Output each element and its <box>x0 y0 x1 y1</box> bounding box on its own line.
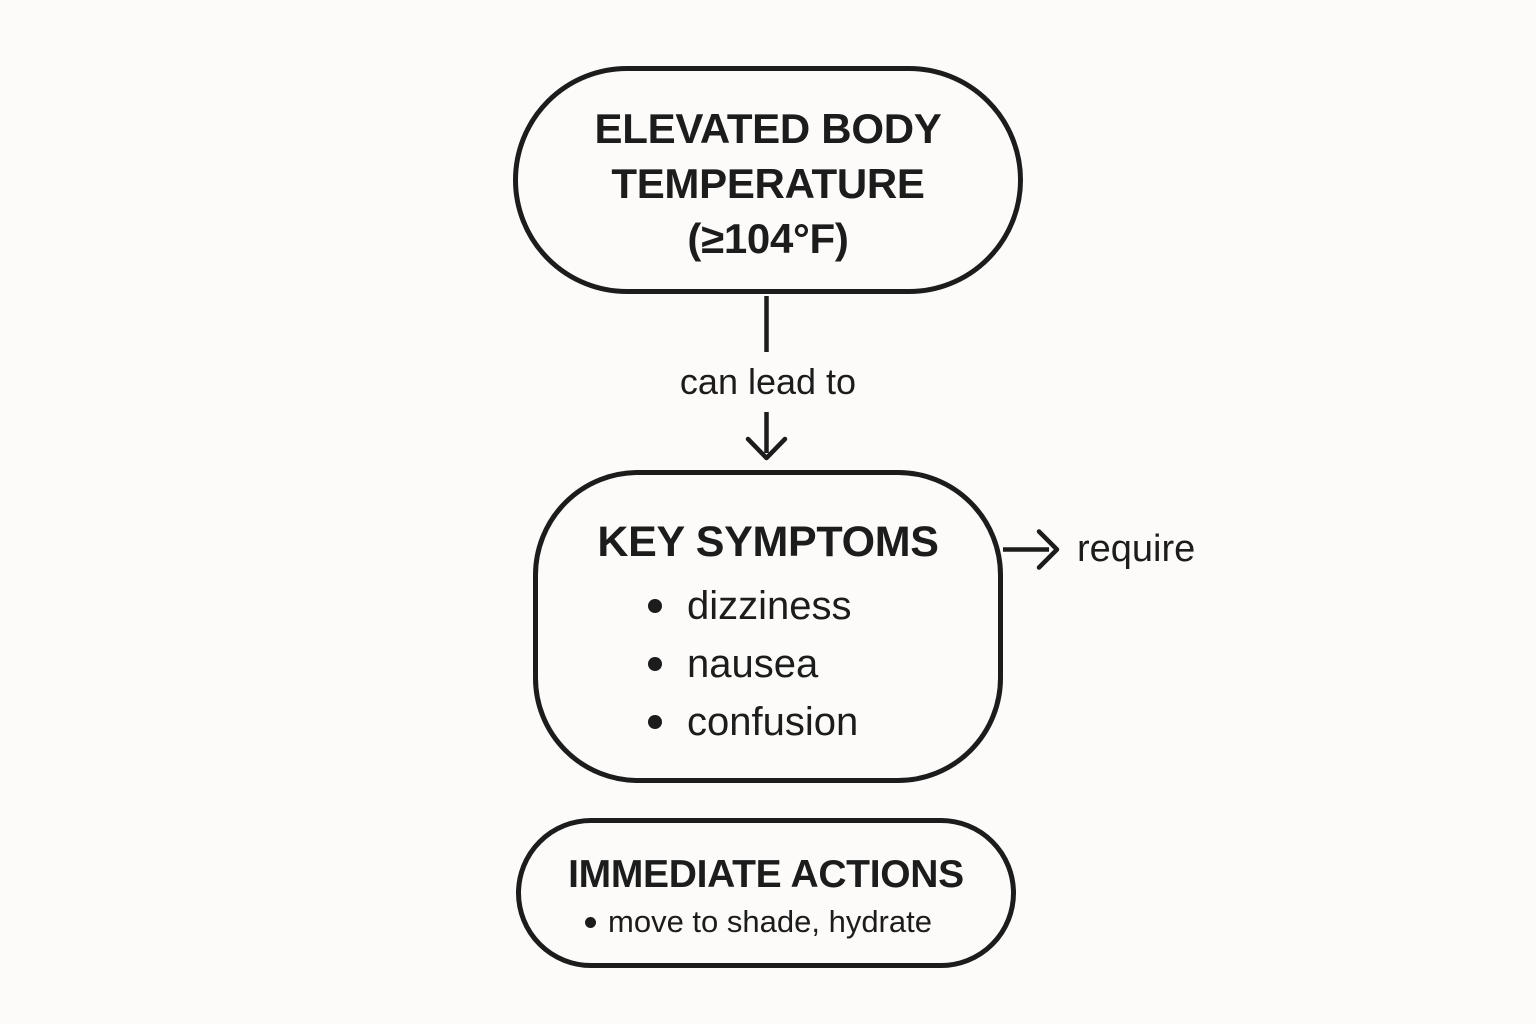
edge-label-require: require <box>1077 528 1196 570</box>
symptom-label: nausea <box>687 641 819 686</box>
key-symptoms-title: KEY SYMPTOMS <box>597 518 939 566</box>
elevated-temperature-title-line2: TEMPERATURE <box>611 159 925 207</box>
node-elevated-temperature: ELEVATED BODY TEMPERATURE (≥104°F) <box>513 66 1023 294</box>
symptom-item-confusion: confusion <box>648 693 858 751</box>
action-label: move to shade, hydrate <box>608 904 932 939</box>
elevated-temperature-title-line1: ELEVATED BODY <box>594 104 942 152</box>
symptom-label: confusion <box>687 699 859 744</box>
bullet-dot-icon <box>648 657 662 671</box>
down-arrowhead-icon <box>745 436 788 461</box>
bullet-dot-icon <box>648 715 662 729</box>
edge-label-can-lead-to: can lead to <box>679 361 857 402</box>
symptom-item-dizziness: dizziness <box>648 577 858 635</box>
elevated-temperature-threshold: (≥104°F) <box>687 214 849 262</box>
symptoms-list: dizziness nausea confusion <box>538 577 858 751</box>
symptom-label: dizziness <box>687 583 852 628</box>
bullet-dot-icon <box>585 916 596 928</box>
bullet-dot-icon <box>648 599 662 613</box>
node-key-symptoms: KEY SYMPTOMS dizziness nausea confusion <box>533 470 1003 783</box>
symptom-item-nausea: nausea <box>648 635 858 693</box>
node-immediate-actions: IMMEDIATE ACTIONS move to shade, hydrate <box>516 818 1016 968</box>
action-item-move-to-shade-hydrate: move to shade, hydrate <box>585 904 932 940</box>
right-arrowhead-icon <box>1036 529 1060 570</box>
immediate-actions-title: IMMEDIATE ACTIONS <box>568 853 964 896</box>
